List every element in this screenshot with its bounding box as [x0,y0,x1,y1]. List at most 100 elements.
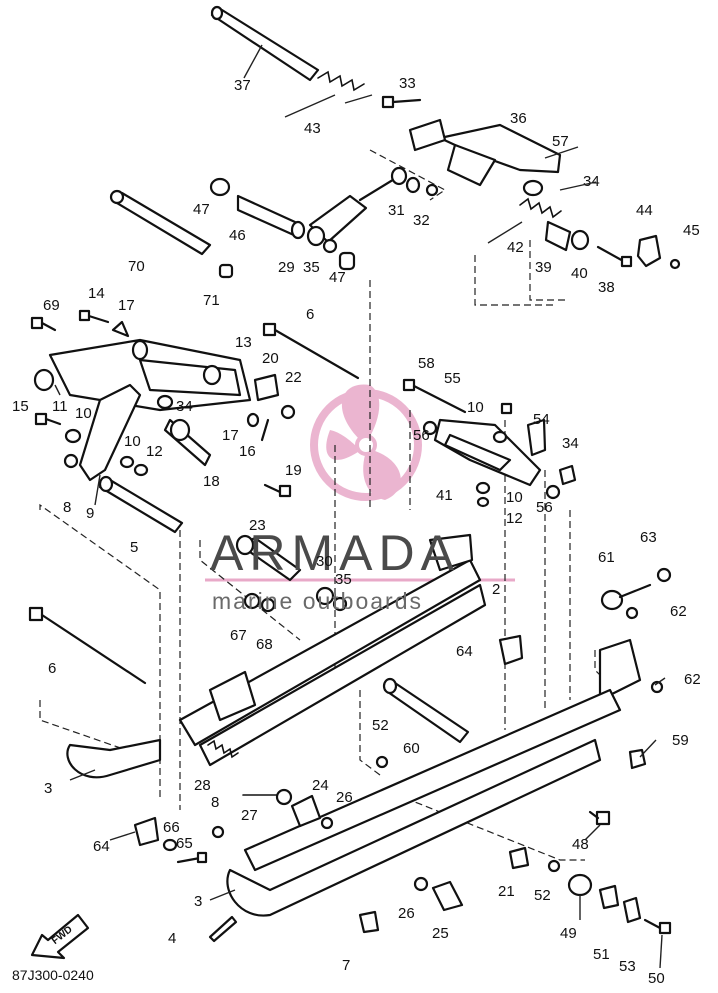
linkage-bracket-13 [30,309,296,482]
callout-label: 19 [285,462,302,479]
callout-label: 64 [93,838,110,855]
nut-59 [628,748,647,770]
callout-label: 62 [684,671,701,688]
callout-label: 10 [124,433,141,450]
callout-label: 26 [336,789,353,806]
callout-label: 56 [536,499,553,516]
rail-2 [178,533,487,767]
callout-label: 34 [176,398,193,415]
callout-label: 28 [194,777,211,794]
callout-label: 70 [128,258,145,275]
callout-label: 49 [560,925,577,942]
callout-label: 40 [571,265,588,282]
callout-label: 8 [211,794,219,811]
callout-label: 35 [335,571,352,588]
clip-64-upper [498,634,524,666]
callout-label: 53 [619,958,636,975]
runner-3-lower [226,688,622,917]
callout-label: 21 [498,883,515,900]
callout-label: 17 [222,427,239,444]
washer-52-upper [375,755,389,769]
spring-28 [207,739,239,759]
watermark-brand: ARMADA [210,525,460,581]
callout-label: 37 [234,77,251,94]
callout-label: 22 [285,369,302,386]
callout-label: 47 [329,269,346,286]
callout-label: 33 [399,75,416,92]
watermark-tagline: marine outboards [212,588,423,614]
callout-label: 29 [278,259,295,276]
bracket-36-57 [408,118,562,197]
callout-label: 14 [88,285,105,302]
callout-label: 61 [598,549,615,566]
callout-label: 56 [413,427,430,444]
callout-label: 54 [533,411,550,428]
runner-3-upper [66,738,162,779]
bushing-26-25 [413,876,464,912]
callout-label: 27 [241,807,258,824]
callout-label: 12 [506,510,523,527]
callout-label: 42 [507,239,524,256]
shock-absorber-29 [306,166,439,271]
shaft-37 [210,5,320,82]
callout-label: 65 [176,835,193,852]
callout-label: 10 [506,489,523,506]
callout-leader-lines [54,44,666,969]
callout-label: 48 [572,836,589,853]
callout-label: 3 [44,780,52,797]
callout-label: 36 [510,110,527,127]
callout-label: 47 [193,201,210,218]
callout-label: 38 [598,279,615,296]
callout-label: 17 [118,297,135,314]
callout-label: 7 [342,957,350,974]
shaft-60 [382,677,470,744]
nut-21 [508,846,561,873]
part-callouts: 37 33 4 3 36 5 7 34 47 46 31 3 2 44 45 70 2… [12,75,701,987]
callout-label: 11 [52,398,68,415]
callout-label: 23 [249,517,266,534]
callout-label: 44 [636,202,653,219]
shaft-5 [98,475,184,534]
long-bolt-6-lower [28,606,147,685]
callout-label: 69 [43,297,60,314]
shock-absorber-46 [209,177,306,240]
callout-label: 16 [239,443,256,460]
callout-label: 63 [640,529,657,546]
bracket-55-41 [402,378,577,508]
callout-label: 31 [388,202,405,219]
callout-label: 6 [306,306,314,323]
callout-label: 30 [316,553,333,570]
watermark-propeller-logo [310,384,422,501]
callout-label: 59 [672,732,689,749]
fwd-arrow-icon: FWD [30,913,90,960]
bushing-24-26 [211,788,334,839]
callout-label: 51 [593,946,610,963]
clip-64-lower [133,816,208,864]
callout-label: 25 [432,925,449,942]
callout-label: 35 [303,259,320,276]
callout-label: 55 [444,370,461,387]
callout-label: 5 [130,539,138,556]
callout-label: 71 [203,292,220,309]
long-bolt-6-upper [262,322,360,380]
callout-label: 10 [75,405,92,422]
bolt-33 [381,95,422,109]
callout-label: 41 [436,487,453,504]
spring-43 [284,70,373,118]
callout-label: 20 [262,350,279,367]
callout-label: 3 [194,893,202,910]
callout-label: 2 [492,581,500,598]
bolt-19 [263,483,292,498]
callout-label: 46 [229,227,246,244]
callout-label: 45 [683,222,700,239]
callout-label: 9 [86,505,94,522]
callout-label: 4 [168,930,176,947]
callout-label: 6 [48,660,56,677]
callout-label: 18 [203,473,220,490]
callout-label: 10 [467,399,484,416]
bolt-48 [588,810,611,826]
callout-label: 50 [648,970,665,987]
shaft-70 [109,189,234,279]
drawing-code: 87J300-0240 [12,967,94,983]
